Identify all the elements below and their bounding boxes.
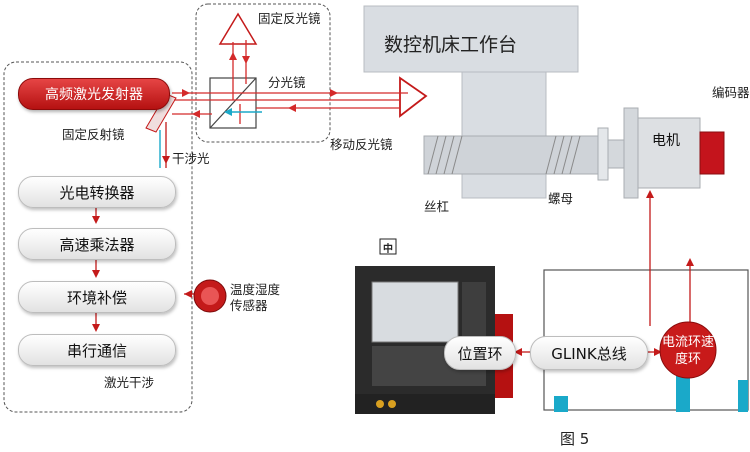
moving-reflector-label: 移动反光镜 — [330, 137, 393, 152]
current-speed-loop-label: 电流环速度环 — [662, 335, 715, 367]
current-speed-loop-circle — [659, 321, 717, 379]
zhong-badge-label: 中 — [383, 244, 393, 255]
motor-body — [637, 117, 701, 189]
fixed-reflector-top-prism — [218, 12, 258, 45]
cnc-indicator — [388, 400, 396, 408]
return-arrow — [224, 108, 232, 116]
worktable-block — [363, 5, 579, 73]
high-speed-multiplier-pill: 高速乘法器 — [18, 228, 176, 260]
optics-box — [195, 3, 331, 143]
interference-light-label: 干涉光 — [172, 151, 210, 166]
splitter-diagonal — [209, 77, 257, 129]
position-loop-pill: 位置环 — [444, 336, 516, 370]
laser-beam — [172, 40, 408, 124]
cnc-side-keys — [462, 282, 486, 342]
fixed-reflector-top-label: 固定反光镜 — [258, 11, 321, 26]
lead-screw — [423, 135, 600, 175]
cnc-indicator — [376, 400, 384, 408]
cnc-bottom — [355, 394, 495, 414]
temperature-sensor-dial — [201, 287, 219, 305]
beam-arrows — [182, 52, 338, 118]
servo-arrows — [514, 190, 694, 356]
laser-emitter-pill: 高频激光发射器 — [18, 78, 170, 110]
lead-screw-thread — [427, 135, 581, 175]
feedback-bar — [554, 396, 568, 412]
encoder-label: 编码器 — [712, 85, 750, 100]
worktable-label: 数控机床工作台 — [384, 34, 518, 56]
motor-label: 电机 — [652, 133, 680, 149]
environment-compensation-pill: 环境补偿 — [18, 281, 176, 313]
beam-splitter-label: 分光镜 — [268, 75, 306, 90]
fixed-reflector-left-label: 固定反射镜 — [62, 127, 125, 142]
temp-humidity-sensor-label: 温度湿度传感器 — [230, 282, 281, 313]
moving-reflector-prism — [399, 76, 428, 118]
laser-interferometer-box — [3, 61, 193, 413]
feedback-bar — [676, 376, 690, 412]
photoelectric-converter-pill: 光电转换器 — [18, 176, 176, 208]
flow-arrows — [92, 156, 192, 332]
motor-flange — [623, 107, 639, 199]
nut-label: 螺母 — [548, 191, 574, 206]
zhong-badge-box — [379, 238, 397, 255]
cnc-screen — [371, 281, 459, 343]
figure-caption: 图 5 — [560, 430, 590, 448]
coupling — [607, 139, 625, 169]
return-beam — [159, 111, 262, 168]
feedback-bar — [738, 380, 748, 412]
worktable-carriage — [461, 71, 547, 199]
servo-lines — [520, 192, 691, 353]
glink-bus-pill: GLINK总线 — [530, 336, 648, 370]
encoder-cylinder — [699, 131, 725, 175]
serial-communication-pill: 串行通信 — [18, 334, 176, 366]
laser-beam-return — [172, 107, 400, 115]
bearing — [597, 127, 609, 181]
laser-interference-label: 激光干涉 — [104, 375, 155, 390]
lead-screw-label: 丝杠 — [424, 199, 450, 214]
